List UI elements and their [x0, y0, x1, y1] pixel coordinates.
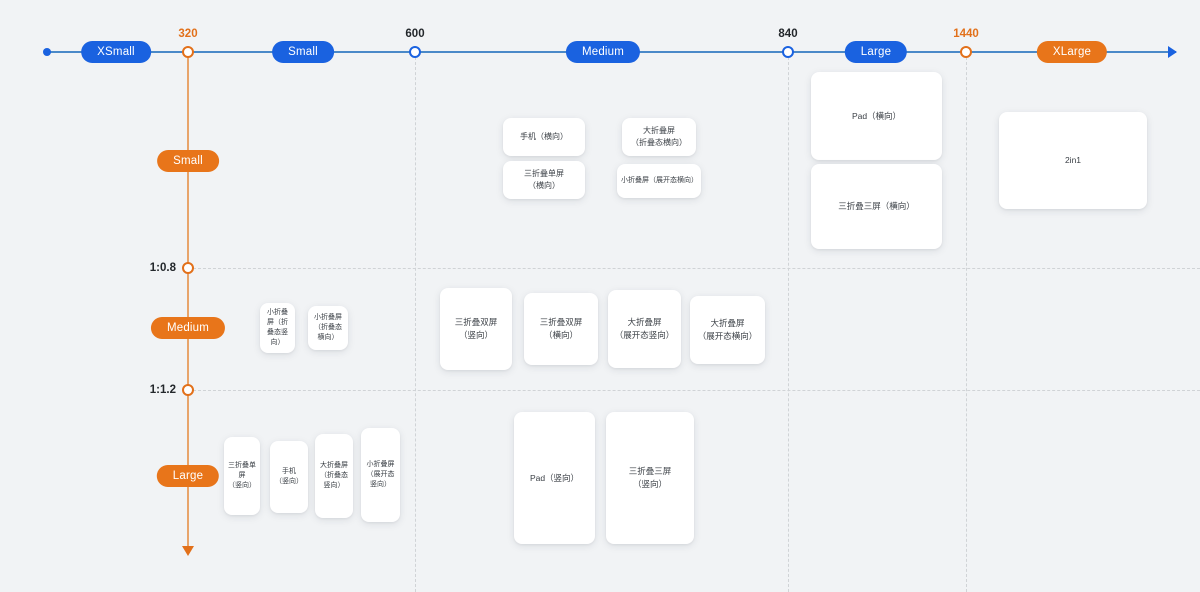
device-card[interactable]: 三折叠双屏（竖向）: [440, 288, 512, 370]
device-card[interactable]: 大折叠屏（折叠态竖向）: [315, 434, 353, 518]
breakpoint-node-840[interactable]: [782, 46, 794, 58]
ratio-tick-label-1-1-2: 1:1.2: [149, 384, 176, 396]
device-card-label: 三折叠三屏（竖向）: [628, 466, 672, 489]
device-card-label: 小折叠屏（折叠态横向）: [314, 313, 342, 342]
device-card[interactable]: 三折叠双屏（横向）: [524, 293, 598, 365]
horizontal-gridline-0: [188, 268, 1200, 269]
breakpoint-tick-label-320: 320: [178, 28, 198, 40]
horizontal-axis-arrow-icon: [1168, 46, 1177, 58]
device-card-label: 三折叠双屏（竖向）: [454, 317, 498, 340]
device-card-label: 小折叠屏（展开态横向）: [621, 176, 698, 184]
breakpoint-node-1440[interactable]: [960, 46, 972, 58]
height-pill-medium[interactable]: Medium: [150, 317, 226, 339]
vertical-gridline-1: [788, 52, 789, 592]
device-card[interactable]: 手机（竖向）: [270, 441, 308, 513]
device-card[interactable]: 大折叠屏（折叠态横向）: [622, 118, 696, 156]
width-pill-xlarge[interactable]: XLarge: [1036, 41, 1108, 63]
device-card[interactable]: Pad（横向）: [811, 72, 942, 160]
horizontal-gridline-1: [188, 390, 1200, 391]
device-card-label: 三折叠单屏（竖向）: [228, 461, 256, 490]
device-card[interactable]: 小折叠屏（展开态竖向）: [361, 428, 400, 522]
device-card-label: 小折叠屏（折叠态竖向）: [267, 308, 288, 347]
vertical-gridline-2: [966, 52, 967, 592]
device-card[interactable]: 大折叠屏（展开态横向）: [690, 296, 765, 364]
height-pill-small[interactable]: Small: [157, 150, 219, 172]
vertical-gridline-0: [415, 52, 416, 592]
breakpoint-tick-label-840: 840: [778, 28, 798, 40]
device-card-label: 手机（横向）: [520, 132, 568, 141]
ratio-tick-label-1-0-8: 1:0.8: [149, 262, 176, 274]
device-card[interactable]: 三折叠三屏（横向）: [811, 164, 942, 249]
device-card[interactable]: 小折叠屏（展开态横向）: [617, 164, 701, 198]
device-card-label: 三折叠双屏（横向）: [539, 317, 583, 340]
device-card-label: 2in1: [1064, 155, 1082, 166]
width-pill-xsmall[interactable]: XSmall: [81, 41, 151, 63]
device-card-label: 小折叠屏（展开态竖向）: [366, 460, 395, 489]
device-card[interactable]: 小折叠屏（折叠态横向）: [308, 306, 348, 350]
breakpoint-tick-label-1440: 1440: [953, 28, 979, 40]
width-pill-small[interactable]: Small: [272, 41, 334, 63]
device-card[interactable]: 小折叠屏（折叠态竖向）: [260, 303, 295, 353]
device-card-label: 三折叠单屏（横向）: [524, 169, 564, 190]
device-card[interactable]: 三折叠单屏（横向）: [503, 161, 585, 199]
ratio-node-1-0-8[interactable]: [182, 262, 194, 274]
device-card-label: 大折叠屏（展开态竖向）: [614, 317, 675, 340]
device-card-label: 大折叠屏（折叠态横向）: [631, 126, 687, 147]
device-card-label: 手机（竖向）: [275, 467, 303, 485]
device-card[interactable]: 大折叠屏（展开态竖向）: [608, 290, 681, 368]
device-card-label: Pad（横向）: [851, 110, 902, 121]
vertical-axis-arrow-icon: [182, 546, 194, 556]
device-card[interactable]: 手机（横向）: [503, 118, 585, 156]
vertical-axis-line: [187, 52, 189, 548]
device-card-label: Pad（竖向）: [529, 472, 580, 483]
breakpoint-node-320[interactable]: [182, 46, 194, 58]
device-card-label: 大折叠屏（展开态横向）: [697, 318, 758, 341]
device-card[interactable]: 三折叠单屏（竖向）: [224, 437, 260, 515]
ratio-node-1-1-2[interactable]: [182, 384, 194, 396]
device-card-label: 三折叠三屏（横向）: [838, 201, 915, 212]
breakpoint-node-600[interactable]: [409, 46, 421, 58]
device-card-label: 大折叠屏（折叠态竖向）: [320, 461, 348, 490]
device-card[interactable]: 2in1: [999, 112, 1147, 209]
device-card[interactable]: Pad（竖向）: [514, 412, 595, 544]
width-pill-large[interactable]: Large: [844, 41, 908, 63]
device-card[interactable]: 三折叠三屏（竖向）: [606, 412, 694, 544]
horizontal-axis-start-dot: [43, 48, 51, 56]
height-pill-large[interactable]: Large: [156, 465, 220, 487]
breakpoint-tick-label-600: 600: [405, 28, 425, 40]
width-pill-medium[interactable]: Medium: [565, 41, 641, 63]
